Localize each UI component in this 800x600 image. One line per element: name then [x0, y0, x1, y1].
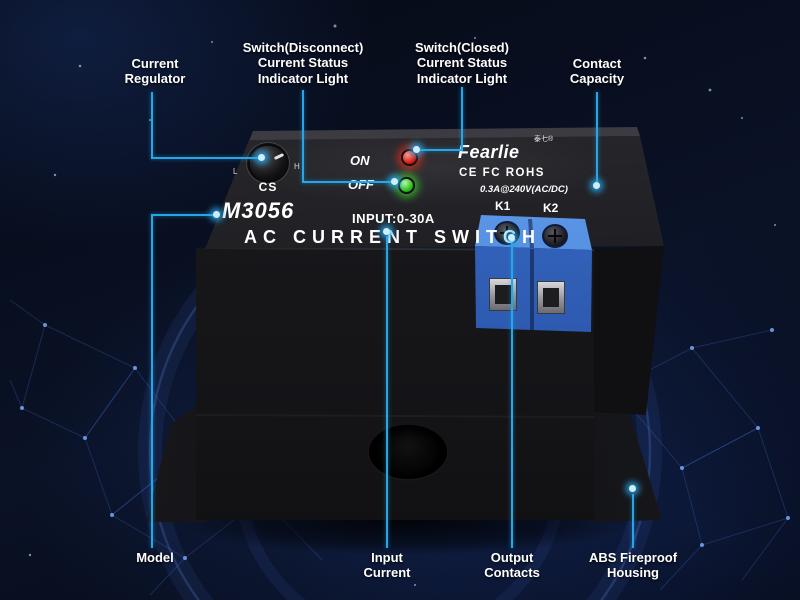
dial-pointer-icon — [273, 153, 285, 160]
dial-label: CS — [258, 180, 278, 194]
dial-min-label: L — [233, 167, 238, 176]
callout-line — [420, 149, 463, 151]
callout-line — [151, 92, 153, 158]
callout-dot — [391, 178, 398, 185]
current-regulator-dial — [250, 146, 286, 180]
callout-line — [302, 90, 304, 182]
callout-dot — [629, 485, 636, 492]
off-label: OFF — [348, 177, 374, 192]
terminal-screw-k1 — [494, 221, 520, 245]
callout-line — [632, 494, 634, 548]
callout-line — [302, 181, 394, 183]
led-off-green-icon — [398, 177, 415, 194]
contact-rating: 0.3A@240V(AC/DC) — [480, 184, 568, 195]
callout-dot — [258, 154, 265, 161]
annotation-current-regulator: Current Regulator — [124, 56, 186, 87]
terminal-contact-k2 — [537, 281, 565, 314]
annotation-switch-closed: Switch(Closed) Current Status Indicator … — [415, 40, 509, 86]
brand-logo: Fearlie — [458, 142, 520, 162]
callout-dot — [593, 182, 600, 189]
callout-line — [151, 215, 153, 548]
model-number: M3056 — [222, 198, 295, 223]
sensor-through-hole — [369, 425, 447, 479]
dial-max-label: H — [294, 162, 300, 171]
annotation-model: Model — [136, 550, 174, 565]
callout-dot — [383, 228, 390, 235]
callout-line — [151, 157, 261, 159]
annotation-contact-capacity: Contact Capacity — [569, 56, 625, 87]
product-name: AC CURRENT SWITCH — [244, 227, 541, 247]
terminal-wire-hole — [495, 285, 511, 304]
certification-marks: CE FC ROHS — [459, 167, 545, 179]
led-on-red-icon — [401, 149, 418, 166]
callout-dot — [413, 146, 420, 153]
callout-dot — [213, 211, 220, 218]
annotation-input-current: Input Current — [363, 550, 411, 581]
annotation-output-contacts: Output Contacts — [484, 550, 540, 581]
terminal-wire-hole — [543, 288, 559, 307]
terminal-label-k2: K2 — [543, 201, 559, 215]
callout-line — [596, 92, 598, 182]
annotation-abs-housing: ABS Fireproof Housing — [588, 550, 678, 581]
on-label: ON — [350, 153, 370, 168]
input-rating: INPUT:0-30A — [352, 211, 435, 226]
brand-trademark: 泰七® — [534, 136, 554, 143]
terminal-label-k1: K1 — [495, 199, 511, 213]
callout-line — [461, 87, 463, 150]
callout-dot — [508, 234, 515, 241]
callout-line — [151, 214, 215, 216]
callout-line — [386, 236, 388, 548]
terminal-screw-k2 — [542, 224, 568, 248]
annotation-switch-disconnect: Switch(Disconnect) Current Status Indica… — [242, 40, 364, 86]
callout-line — [511, 243, 513, 548]
